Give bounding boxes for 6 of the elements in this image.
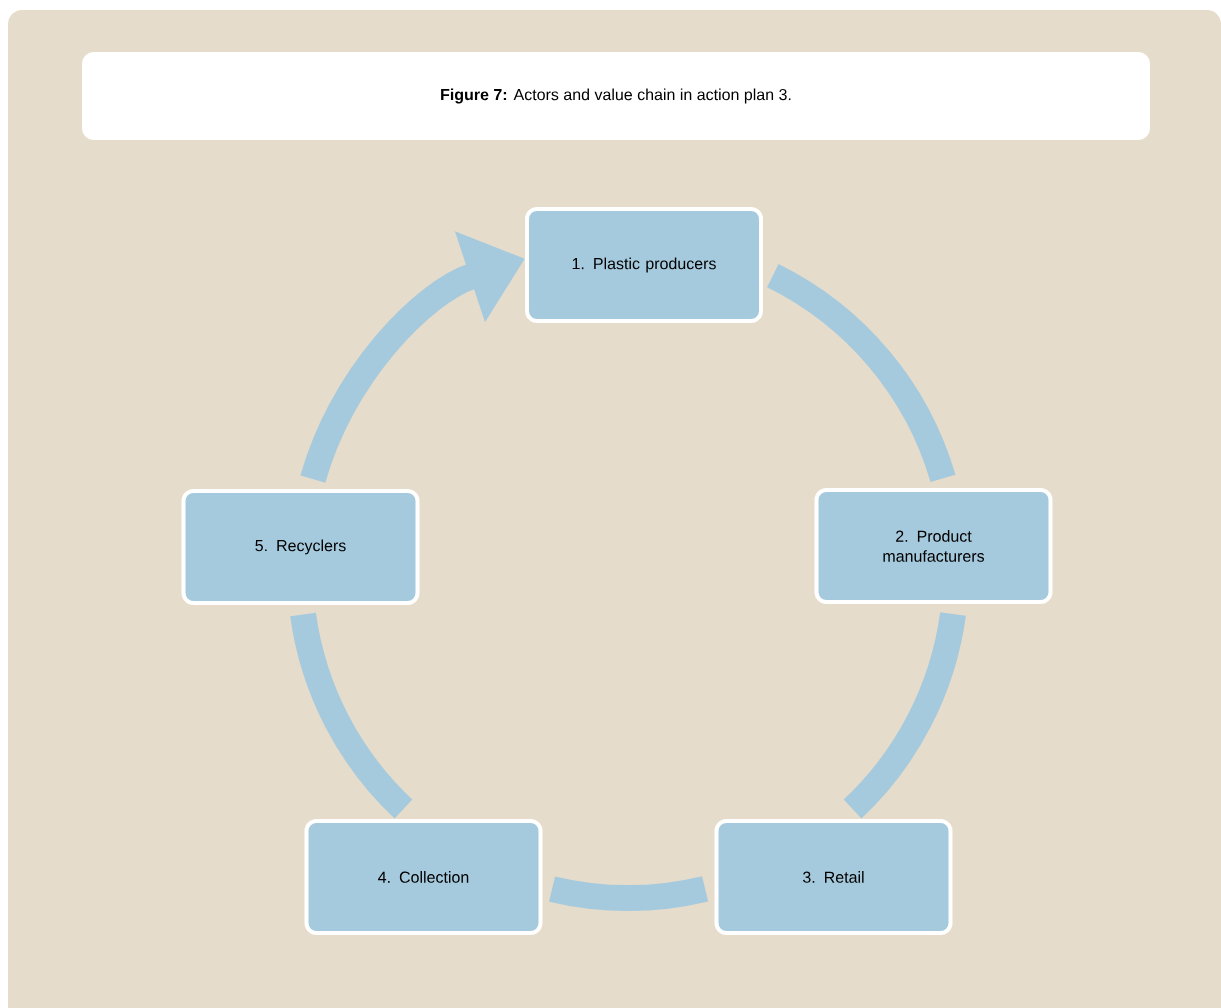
actor-box: 5. Recyclers <box>181 489 420 605</box>
actor-box: 4. Collection <box>304 819 543 935</box>
actor-box: 1. Plastic producers <box>525 207 763 323</box>
actor-box: 2. Product manufacturers <box>814 488 1053 604</box>
title-box: Figure 7: Actors and value chain in action plan 3. <box>82 52 1150 140</box>
actor-box: 3. Retail <box>714 819 953 935</box>
